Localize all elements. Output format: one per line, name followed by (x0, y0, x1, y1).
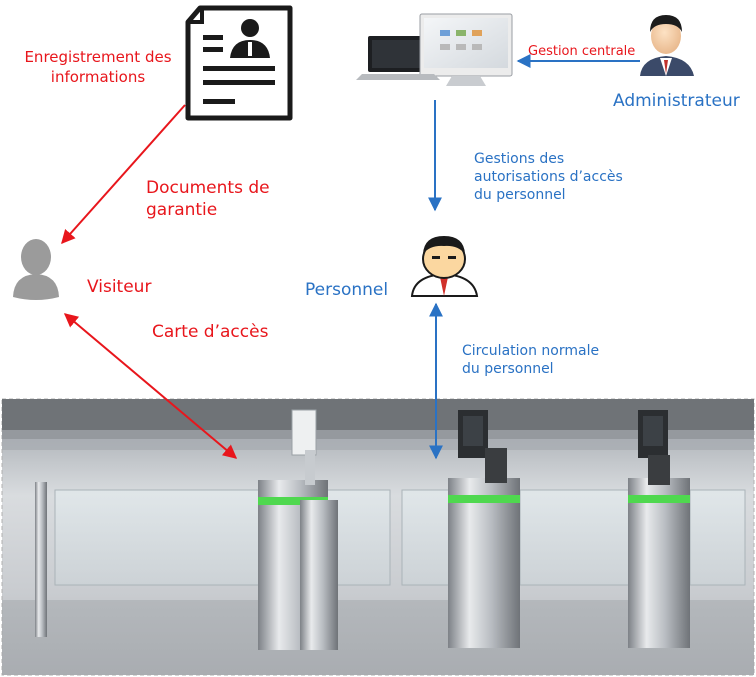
registration-label-line1: Enregistrement des (24, 48, 172, 66)
document-icon (185, 5, 293, 121)
guarantee-documents-line2: garantie (146, 200, 218, 221)
personnel-icon (410, 236, 479, 297)
guarantee-documents-label: Documents de garantie (146, 177, 270, 221)
turnstile-photo (1, 398, 755, 676)
visitor-label: Visiteur (87, 277, 152, 297)
visitor-icon (13, 239, 59, 300)
arrow-visitor-to-gate (63, 313, 238, 459)
normal-flow-line1: Circulation normale (462, 343, 600, 359)
access-card-label: Carte d’accès (152, 322, 269, 342)
administrator-label: Administrateur (613, 91, 740, 111)
registration-label: Enregistrement des informations (18, 48, 178, 87)
access-management-line1: Gestions des (474, 151, 565, 167)
access-management-line2: autorisations d’accès (474, 169, 623, 186)
personnel-label: Personnel (305, 280, 389, 300)
arrow-document-to-visitor (61, 104, 186, 245)
normal-flow-line2: du personnel (462, 361, 554, 378)
administrator-icon (640, 15, 694, 76)
registration-label-line2: informations (50, 67, 146, 86)
access-management-label: Gestions des autorisations d’accès du pe… (474, 150, 623, 205)
normal-flow-label: Circulation normale du personnel (462, 342, 599, 378)
guarantee-documents-line1: Documents de (146, 178, 270, 198)
central-management-label: Gestion centrale (528, 44, 636, 59)
computer-icon (356, 13, 513, 86)
access-management-line3: du personnel (474, 187, 566, 204)
